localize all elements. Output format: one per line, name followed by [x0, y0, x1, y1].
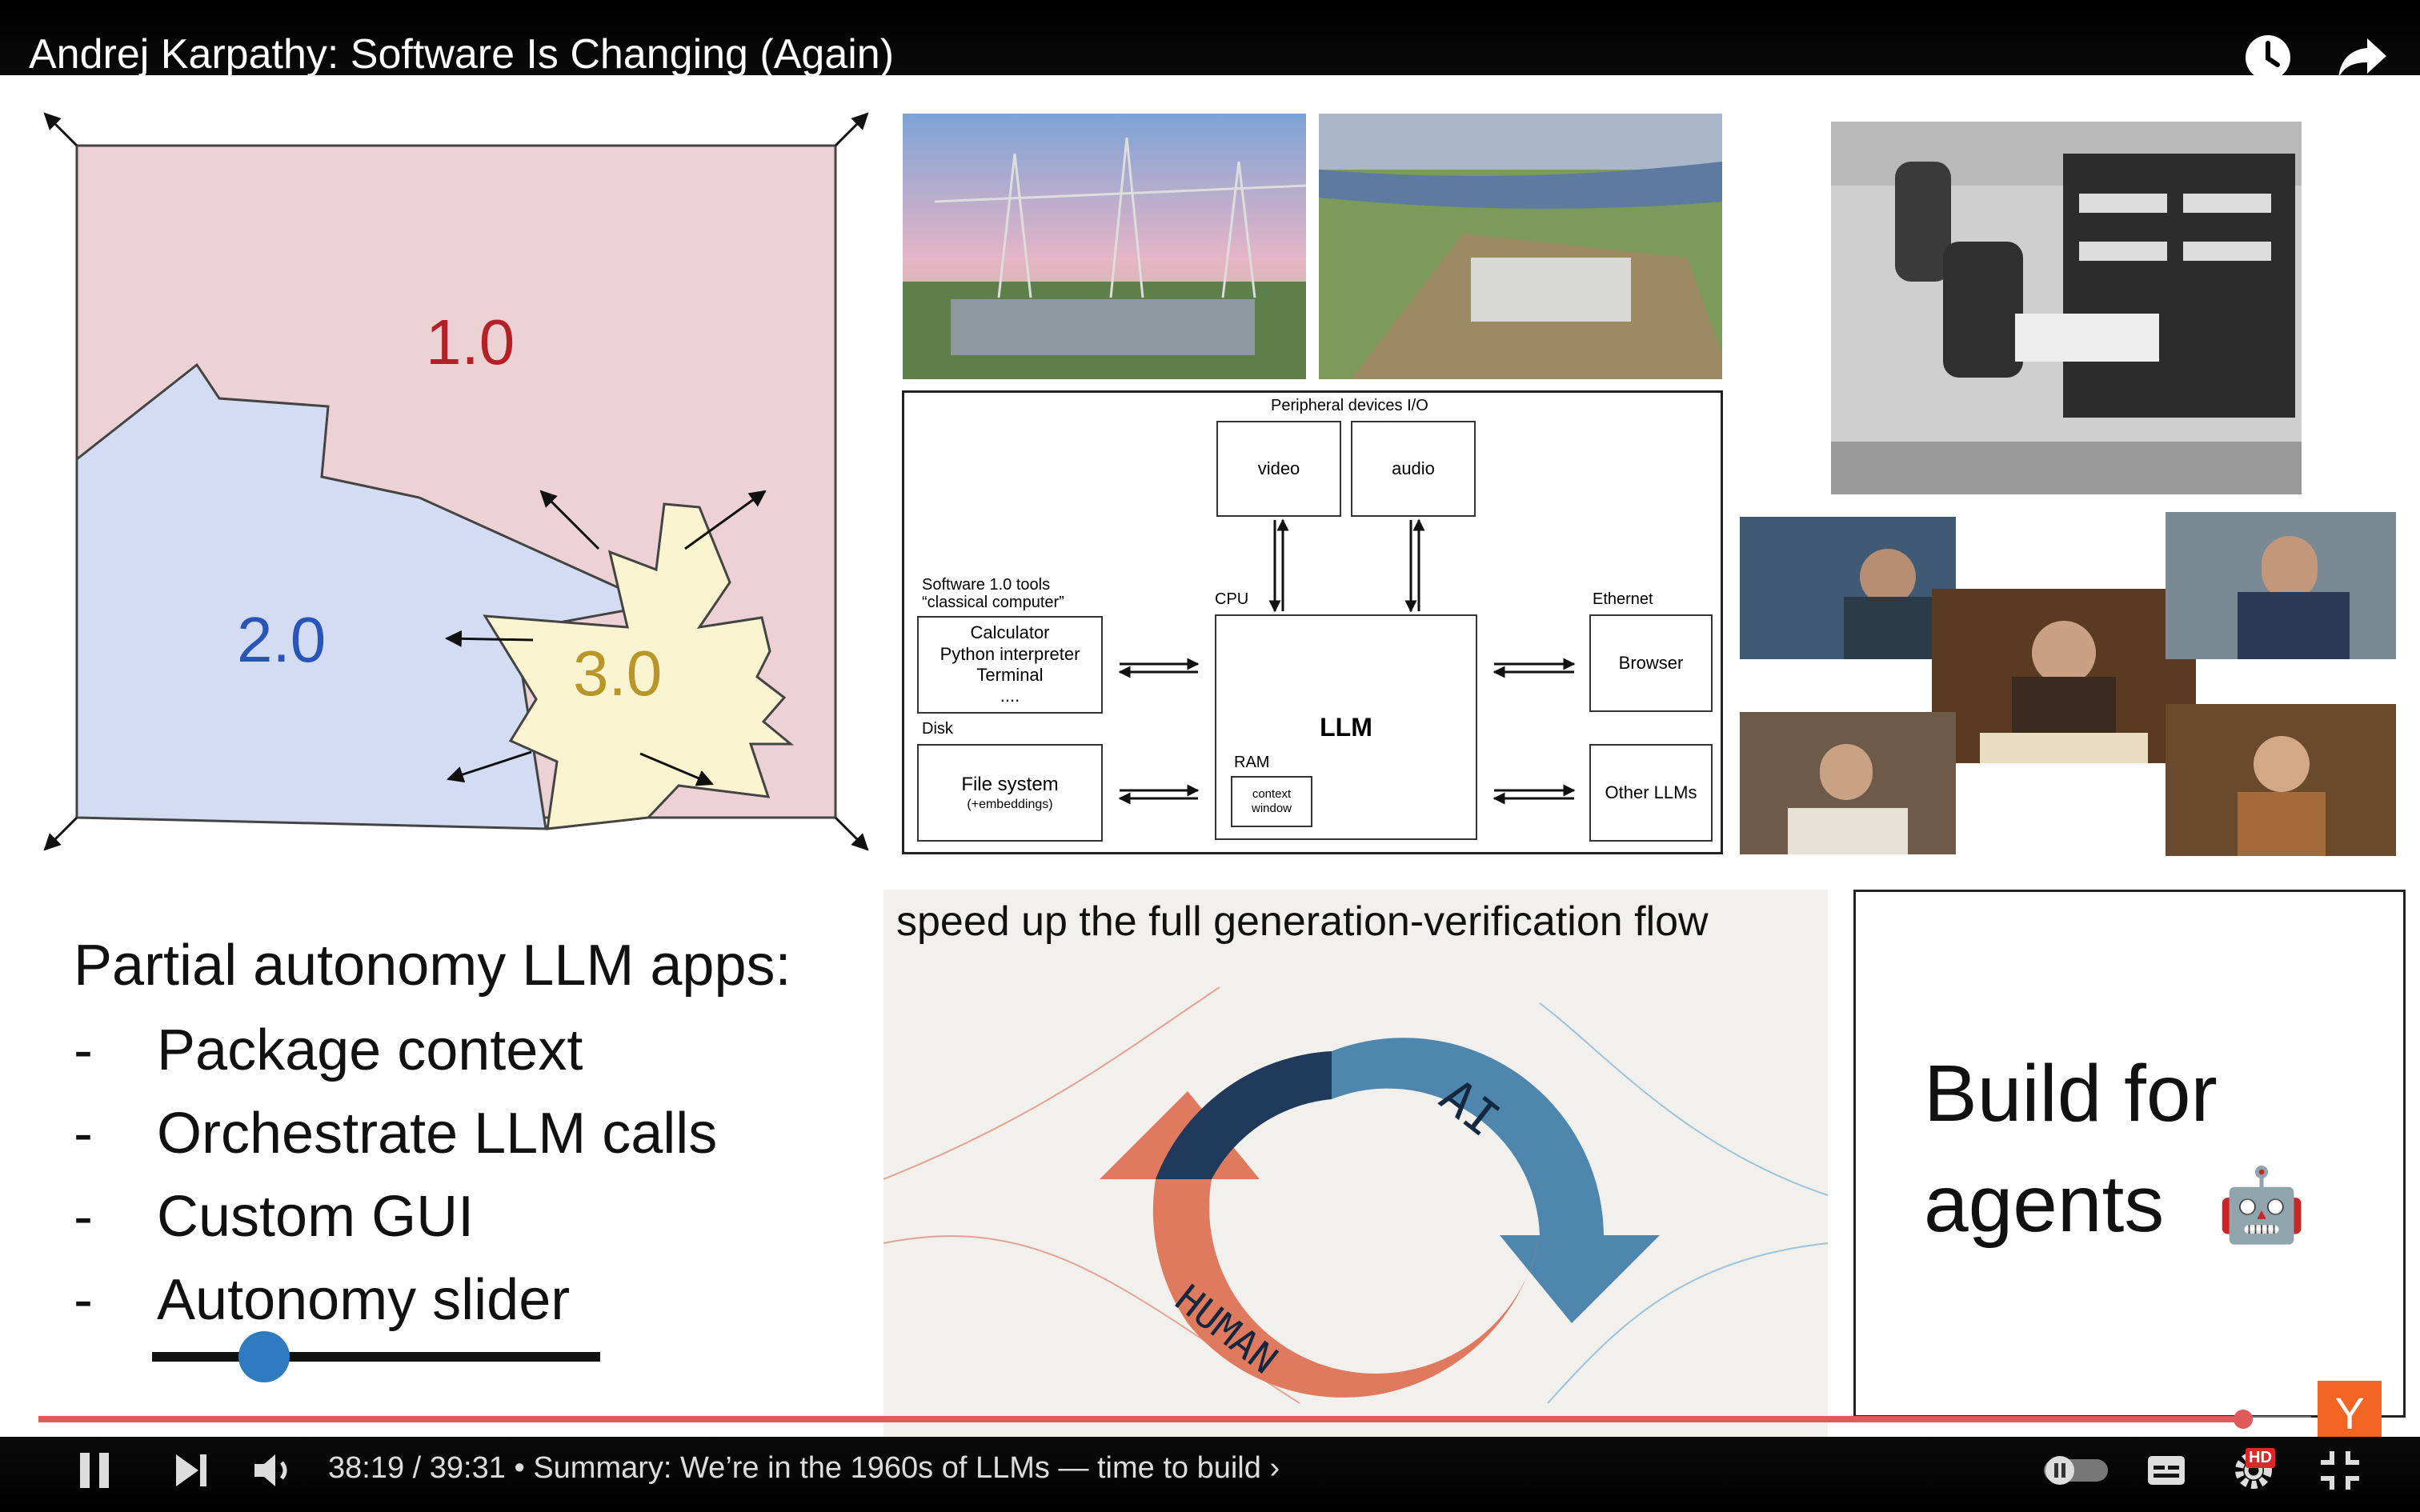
datacenter-aerial-image: [1319, 114, 1722, 379]
volume-icon[interactable]: [251, 1448, 299, 1497]
video-title[interactable]: Andrej Karpathy: Software Is Changing (A…: [29, 31, 895, 78]
loop-caption: speed up the full generation-verificatio…: [896, 898, 1709, 945]
bullet-marker: -: [74, 1268, 93, 1332]
software-3-region: [483, 502, 795, 830]
channel-badge[interactable]: Y: [2318, 1381, 2382, 1445]
progress-bar-played: [38, 1416, 2243, 1422]
presentation-slide: 1.0 2.0 3.0 Peripheral devices I/O video…: [0, 75, 2420, 1437]
context-window-box: context window: [1231, 776, 1312, 827]
pause-icon[interactable]: [77, 1450, 114, 1495]
autonomy-heading: Partial autonomy LLM apps:: [74, 934, 791, 998]
build-for-agents-panel: [1853, 890, 2406, 1418]
file-system-box: File system (+embeddings): [917, 744, 1103, 842]
next-icon[interactable]: [171, 1450, 211, 1495]
loop-panel: [883, 890, 1828, 1437]
software-2-region: [75, 362, 660, 830]
label-software-2: 2.0: [237, 604, 327, 675]
bullet-package-context: Package context: [157, 1018, 583, 1082]
bullet-custom-gui: Custom GUI: [157, 1185, 475, 1249]
label-software-3: 3.0: [573, 638, 663, 709]
vintage-computer-image: [1831, 122, 2302, 494]
embeddings-label: (+embeddings): [967, 797, 1053, 811]
disk-label: Disk: [922, 720, 953, 738]
captions-icon[interactable]: [2146, 1454, 2186, 1490]
student-books-image-5: [2166, 704, 2396, 856]
student-library-image-2: [1932, 589, 2196, 763]
tools-box: Calculator Python interpreter Terminal .…: [917, 616, 1103, 714]
bullet-orchestrate: Orchestrate LLM calls: [157, 1102, 718, 1166]
file-system-label: File system: [961, 774, 1059, 795]
audio-box: audio: [1351, 421, 1476, 517]
llm-box: LLM: [1215, 614, 1477, 840]
ethernet-label: Ethernet: [1593, 590, 1653, 608]
share-icon[interactable]: [2335, 32, 2390, 83]
bullet-marker: -: [74, 1018, 93, 1082]
cpu-label: CPU: [1215, 590, 1249, 608]
chapter-chevron-icon[interactable]: ›: [1269, 1451, 1280, 1485]
bullet-autonomy-slider: Autonomy slider: [157, 1268, 571, 1332]
peripheral-io-label: Peripheral devices I/O: [1271, 397, 1428, 414]
watch-later-icon[interactable]: [2242, 32, 2294, 83]
robot-emoji: 🤖: [2217, 1166, 2307, 1246]
autonomy-slider-knob: [238, 1331, 290, 1382]
current-time: 38:19: [328, 1451, 405, 1485]
loop-graphic: [883, 986, 1828, 1404]
player-controls: [0, 1437, 2420, 1512]
video-box: video: [1216, 421, 1341, 517]
hd-badge: HD: [2246, 1448, 2275, 1468]
other-llms-box: Other LLMs: [1589, 744, 1713, 842]
student-exam-image-4: [1740, 712, 1956, 854]
bullet-marker: -: [74, 1102, 93, 1166]
exit-fullscreen-icon[interactable]: [2319, 1450, 2361, 1495]
time-separator: /: [412, 1451, 422, 1485]
chapter-prefix: •: [514, 1451, 525, 1485]
agents-line-2: agents: [1924, 1159, 2165, 1249]
software-map: [43, 112, 869, 851]
top-bar: [0, 0, 2420, 77]
browser-box: Browser: [1589, 614, 1713, 712]
agents-line-1: Build for: [1924, 1049, 2218, 1138]
diagram-connectors: [1118, 518, 1576, 805]
chapter-title[interactable]: Summary: We’re in the 1960s of LLMs — ti…: [533, 1451, 1261, 1485]
progress-scrubber[interactable]: [2234, 1410, 2253, 1429]
power-station-image: [903, 114, 1306, 379]
student-library-image-1: [1740, 517, 1956, 659]
student-studying-image-3: [2166, 512, 2396, 659]
bullet-marker: -: [74, 1185, 93, 1249]
autoplay-toggle-icon[interactable]: [2042, 1453, 2109, 1492]
time-display: 38:19 / 39:31 • Summary: We’re in the 19…: [328, 1451, 1280, 1486]
duration: 39:31: [429, 1451, 506, 1485]
label-software-1: 1.0: [426, 306, 515, 378]
ram-label: RAM: [1234, 754, 1270, 771]
software-tools-caption: Software 1.0 tools “classical computer”: [922, 576, 1064, 611]
autonomy-slider-track: [152, 1352, 600, 1362]
